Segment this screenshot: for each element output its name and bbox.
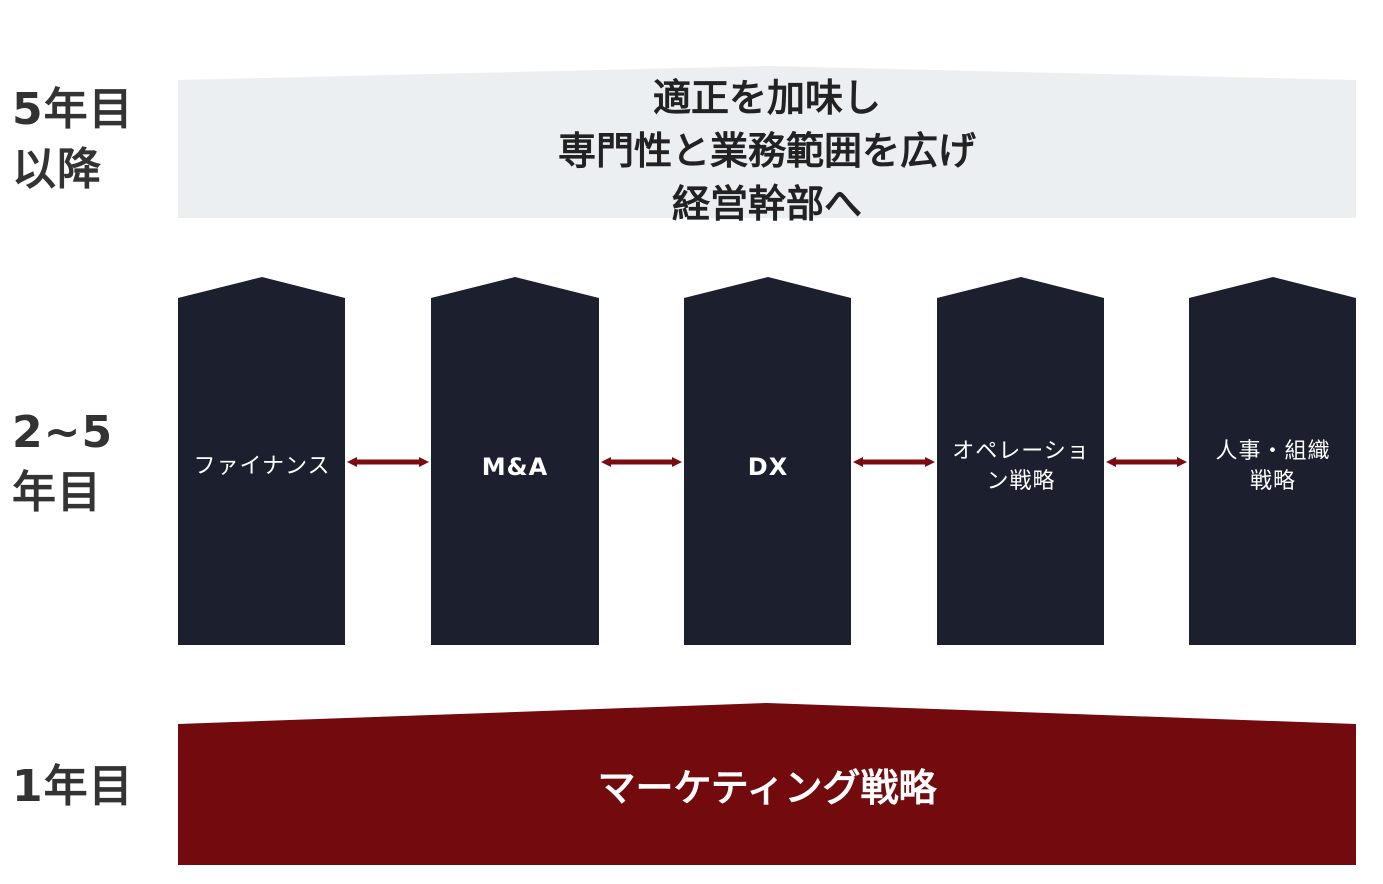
- row-label-line: 1年目: [12, 761, 134, 812]
- pillar-label-line: ン戦略: [986, 469, 1056, 494]
- pillar-label-ma: M&A: [431, 452, 599, 482]
- pillar-shape-dx: [684, 277, 851, 645]
- top-band-line: 経営幹部へ: [671, 182, 862, 226]
- row-label-line: 5年目: [12, 84, 134, 135]
- pillar-shape-hr: [1189, 277, 1356, 645]
- pillar-label-line: M&A: [481, 453, 549, 481]
- top-band-shape: [178, 66, 1356, 218]
- pillar-label-operations: オペレーショ ン戦略: [937, 437, 1105, 497]
- pillar-label-line: 人事・組織: [1215, 439, 1331, 464]
- bottom-band-text: マーケティング戦略: [597, 766, 937, 810]
- top-band-text: 適正を加味し 専門性と業務範囲を広げ 経営幹部へ: [178, 72, 1356, 231]
- pillar-label-hr: 人事・組織 戦略: [1189, 437, 1357, 497]
- pillar-label-finance: ファイナンス: [178, 452, 346, 482]
- row-label-bottom: 1年目: [12, 757, 134, 817]
- pillar-shape-operations: [937, 277, 1104, 645]
- row-label-line: 2~5: [12, 407, 114, 458]
- pillar-label-line: DX: [747, 453, 789, 481]
- row-label-top: 5年目 以降: [12, 80, 134, 200]
- top-band-line: 適正を加味し: [652, 76, 881, 120]
- row-label-line: 以降: [12, 144, 102, 195]
- pillar-shape-ma: [431, 277, 599, 645]
- pillar-label-line: オペレーショ: [952, 439, 1090, 464]
- pillar-shape-finance: [178, 277, 345, 645]
- pillar-label-line: ファイナンス: [193, 454, 331, 479]
- bottom-band-shape: [178, 703, 1356, 865]
- pillar-label-dx: DX: [684, 452, 852, 482]
- top-band-line: 専門性と業務範囲を広げ: [557, 129, 976, 173]
- pillar-label-line: 戦略: [1249, 469, 1296, 494]
- row-label-middle: 2~5 年目: [12, 403, 113, 523]
- row-label-line: 年目: [12, 467, 102, 518]
